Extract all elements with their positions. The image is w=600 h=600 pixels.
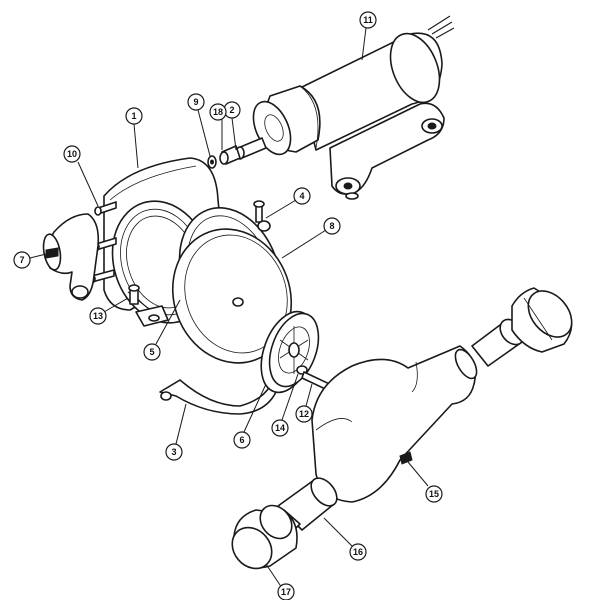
callout-4: 4	[293, 187, 311, 205]
callout-16-label: 16	[353, 547, 363, 557]
upper-adapter	[471, 287, 573, 367]
screw-part-4	[253, 200, 265, 223]
leader-lines	[29, 27, 429, 589]
callout-14-label: 14	[275, 423, 285, 433]
clamp-band-part-3	[159, 379, 277, 415]
callout-5: 5	[143, 343, 161, 361]
callout-2-label: 2	[229, 105, 234, 115]
callout-15-label: 15	[429, 489, 439, 499]
callout-7: 7	[13, 251, 31, 269]
callout-18: 18	[209, 103, 227, 121]
callout-9-label: 9	[193, 97, 198, 107]
callout-5-label: 5	[149, 347, 154, 357]
callout-13: 13	[89, 307, 107, 325]
callout-3-label: 3	[171, 447, 176, 457]
lower-cap-part-17	[231, 504, 298, 570]
callout-9: 9	[187, 93, 205, 111]
callout-11-label: 11	[363, 15, 373, 25]
callout-3: 3	[165, 443, 183, 461]
callout-8: 8	[323, 217, 341, 235]
callout-7-label: 7	[19, 255, 24, 265]
callout-1: 1	[125, 107, 143, 125]
callout-11: 11	[359, 11, 377, 29]
callout-2: 2	[223, 101, 241, 119]
callout-6: 6	[233, 431, 251, 449]
valve-body-part-15	[311, 345, 478, 503]
callout-17: 17	[277, 583, 295, 600]
callout-10: 10	[63, 145, 81, 163]
callout-12: 12	[295, 405, 313, 423]
callout-15: 15	[425, 485, 443, 503]
callout-17-label: 17	[281, 587, 291, 597]
bushing-part-18	[219, 145, 241, 165]
callout-12-label: 12	[299, 409, 309, 419]
shaft-part-2	[235, 137, 267, 160]
callout-16: 16	[349, 543, 367, 561]
callout-13-label: 13	[93, 311, 103, 321]
callout-18-label: 18	[213, 107, 223, 117]
callout-4-label: 4	[299, 191, 304, 201]
inlet-elbow-part-7	[42, 213, 100, 301]
callout-8-label: 8	[329, 221, 334, 231]
callout-6-label: 6	[239, 435, 244, 445]
cover-plate-part-8	[171, 228, 293, 364]
motor-part-11	[252, 15, 455, 200]
washer-part-9	[207, 155, 217, 169]
screw-part-13	[128, 284, 140, 305]
callout-10-label: 10	[67, 149, 77, 159]
callout-14: 14	[271, 419, 289, 437]
callout-1-label: 1	[131, 111, 136, 121]
